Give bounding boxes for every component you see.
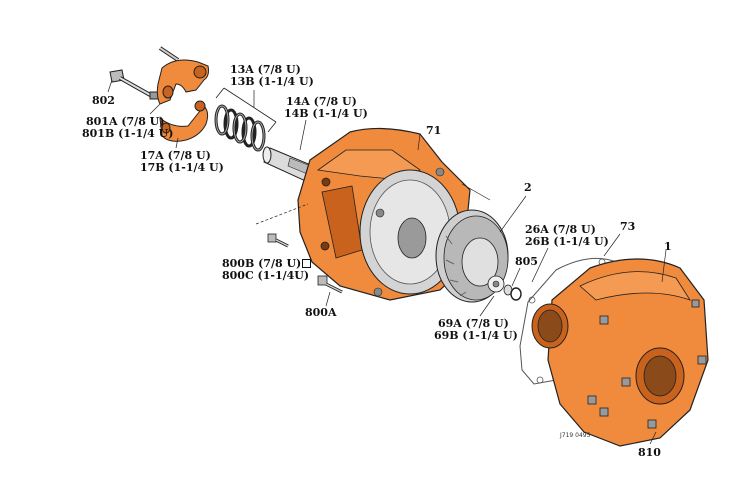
label-801a: 801A (7/8 U) xyxy=(86,115,165,128)
pump-casing-drawing xyxy=(531,258,709,447)
label-1: 1 xyxy=(664,240,672,253)
label-800a: 800A xyxy=(305,306,337,319)
clamp-lower-drawing xyxy=(159,100,209,142)
label-2: 2 xyxy=(524,181,532,194)
label-26b: 26B (1-1/4 U) xyxy=(525,235,609,248)
label-800b-text: 800B (7/8 U) xyxy=(222,257,302,270)
washer-805-drawing xyxy=(503,284,522,301)
bolt-800b-drawing xyxy=(267,233,289,248)
motor-adapter-drawing xyxy=(297,127,491,301)
label-800b: 800B (7/8 U) xyxy=(222,257,312,270)
clamp-upper-drawing xyxy=(156,46,209,105)
bolt-802-drawing xyxy=(109,69,159,100)
label-801b: 801B (1-1/4 U) xyxy=(82,127,174,140)
label-14a: 14A (7/8 U) xyxy=(286,95,357,108)
label-805: 805 xyxy=(515,255,538,268)
label-69b: 69B (1-1/4 U) xyxy=(434,329,518,342)
label-13b: 13B (1-1/4 U) xyxy=(230,75,314,88)
bolt-800a-drawing xyxy=(317,275,343,294)
drawing-code: J719 0495 xyxy=(560,432,591,439)
impeller-drawing xyxy=(435,209,509,303)
label-17a: 17A (7/8 U) xyxy=(140,149,211,162)
label-13a: 13A (7/8 U) xyxy=(230,63,301,76)
label-69a: 69A (7/8 U) xyxy=(438,317,509,330)
leader-lines xyxy=(107,79,667,445)
box-symbol-icon xyxy=(302,259,312,268)
spring-drawing xyxy=(214,87,277,152)
label-802: 802 xyxy=(92,94,115,107)
label-17b: 17B (1-1/4 U) xyxy=(140,161,224,174)
label-14b: 14B (1-1/4 U) xyxy=(284,107,368,120)
label-26a: 26A (7/8 U) xyxy=(525,223,596,236)
label-71: 71 xyxy=(426,124,442,137)
label-810: 810 xyxy=(638,446,661,459)
label-73: 73 xyxy=(620,220,636,233)
label-800c: 800C (1-1/4U) xyxy=(222,269,310,282)
